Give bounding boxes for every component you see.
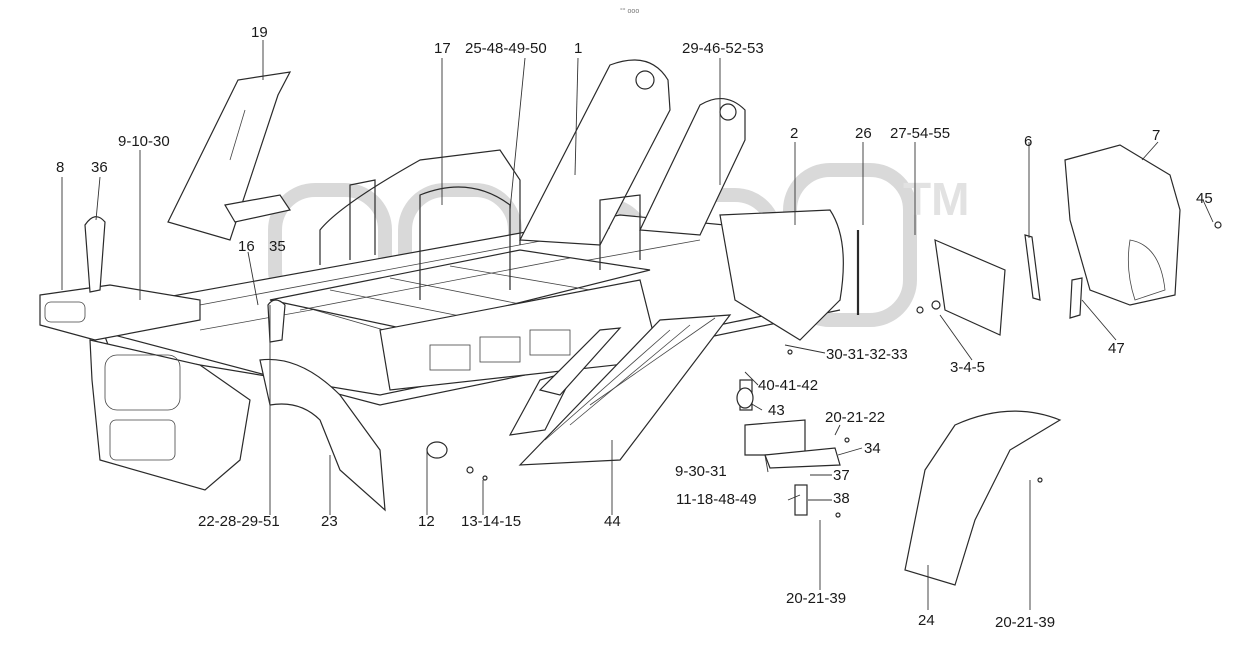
callout-8: 8 [56, 159, 64, 176]
hood-7 [1064, 144, 1181, 306]
panel-19 [167, 71, 292, 241]
callout-20-21-39-a: 20-21-39 [786, 590, 846, 607]
callout-11-18-48-49: 11-18-48-49 [676, 491, 757, 508]
callout-19: 19 [251, 24, 268, 41]
header-text: °° ooo [620, 7, 639, 15]
callout-1: 1 [574, 40, 582, 57]
callout-36: 36 [91, 159, 108, 176]
callout-22-28-29-51: 22-28-29-51 [198, 513, 280, 530]
boom-arms [519, 59, 746, 246]
callout-17: 17 [434, 40, 451, 57]
callout-30-31-32-33: 30-31-32-33 [826, 346, 908, 363]
callout-44: 44 [604, 513, 621, 530]
callout-3-4-5: 3-4-5 [950, 359, 985, 376]
plate-6 [1024, 234, 1041, 301]
callout-45: 45 [1196, 190, 1213, 207]
callout-20-21-22: 20-21-22 [825, 409, 885, 426]
callout-38: 38 [833, 490, 850, 507]
callout-24: 24 [918, 612, 935, 629]
callout-23: 23 [321, 513, 338, 530]
panel-24 [904, 410, 1062, 586]
deck-platform [269, 249, 651, 331]
leader-lines [61, 40, 1214, 610]
callout-12: 12 [418, 513, 435, 530]
mirror-36 [84, 216, 106, 293]
fender-23 [259, 358, 386, 512]
callout-43: 43 [768, 402, 785, 419]
callout-26: 26 [855, 125, 872, 142]
mirror-35 [267, 299, 286, 343]
callout-29-46-52-53: 29-46-52-53 [682, 40, 764, 57]
bracket-9-10-30 [224, 194, 291, 223]
callout-34: 34 [864, 440, 881, 457]
callout-35: 35 [269, 238, 286, 255]
callout-13-14-15: 13-14-15 [461, 513, 521, 530]
callout-25-48-49-50: 25-48-49-50 [465, 40, 547, 57]
callout-labels: 19 17 25-48-49-50 1 29-46-52-53 2 26 27-… [56, 24, 1213, 631]
guard-railings [319, 149, 641, 300]
callout-37: 37 [833, 467, 850, 484]
callout-20-21-39-b: 20-21-39 [995, 614, 1055, 631]
front-grille [39, 284, 251, 491]
callout-2: 2 [790, 125, 798, 142]
callout-9-30-31: 9-30-31 [675, 463, 727, 480]
callout-47: 47 [1108, 340, 1125, 357]
callout-40-41-42: 40-41-42 [758, 377, 818, 394]
callout-6: 6 [1024, 133, 1032, 150]
callout-7: 7 [1152, 127, 1160, 144]
callout-27-54-55: 27-54-55 [890, 125, 950, 142]
ladder-steps-44 [508, 314, 732, 466]
callout-16: 16 [238, 238, 255, 255]
callout-9-10-30: 9-10-30 [118, 133, 170, 150]
plate-47 [1069, 277, 1083, 319]
door-panel-3-4-5 [934, 239, 1006, 336]
cab-housing [379, 209, 844, 391]
fasteners [426, 221, 1222, 518]
trademark-mark: TM [903, 173, 969, 225]
